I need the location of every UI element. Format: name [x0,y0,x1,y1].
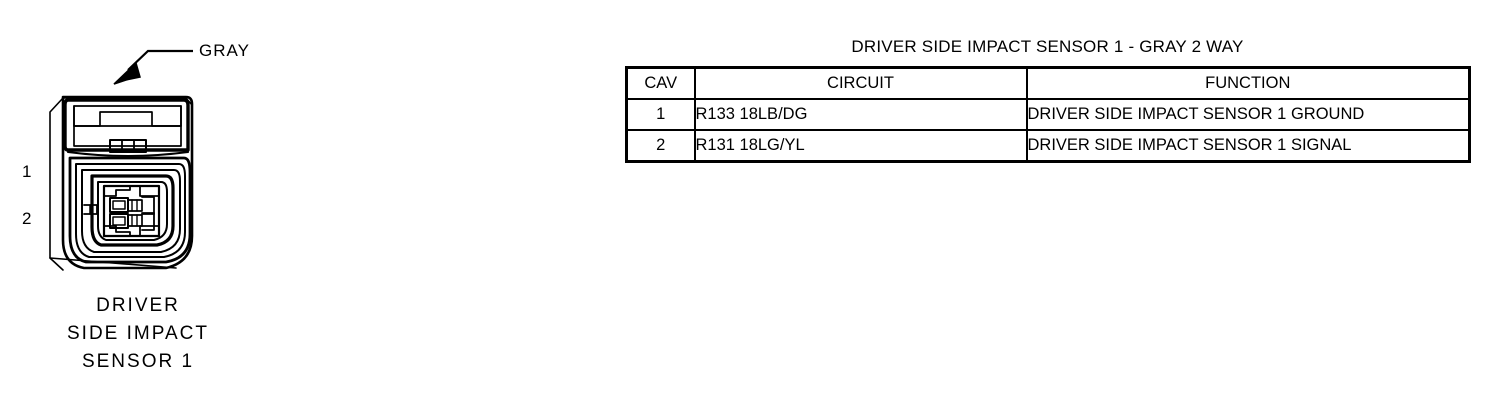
cell-cav: 2 [625,129,696,163]
cell-cav: 1 [625,98,696,131]
cell-circuit: R133 18LB/DG [693,98,1028,131]
pin-label-2: 2 [22,209,32,228]
connector-figure: GRAY 1 2 DRIVER SIDE IMPACT SENSOR 1 [0,0,300,400]
column-header-circuit: CIRCUIT [693,66,1028,100]
connector-body-icon [49,49,194,271]
table-row: 2 R131 18LG/YL DRIVER SIDE IMPACT SENSOR… [625,129,1471,163]
pin-label-1: 1 [22,162,32,181]
connector-color-label: GRAY [199,41,250,60]
cell-function: DRIVER SIDE IMPACT SENSOR 1 GROUND [1025,98,1471,131]
cell-circuit: R131 18LG/YL [693,129,1028,163]
pinout-table: CAV CIRCUIT FUNCTION 1 R133 18LB/DG DRIV… [625,66,1471,163]
table-header-row: CAV CIRCUIT FUNCTION [625,66,1471,100]
arrow-pointer-icon [113,61,141,85]
column-header-function: FUNCTION [1025,66,1471,100]
figure-caption-line-2: SIDE IMPACT [67,323,209,344]
figure-caption-line-1: DRIVER [96,295,180,316]
cell-function: DRIVER SIDE IMPACT SENSOR 1 SIGNAL [1025,129,1471,163]
figure-caption-line-3: SENSOR 1 [81,351,195,372]
table-title: DRIVER SIDE IMPACT SENSOR 1 - GRAY 2 WAY [851,37,1244,56]
table-row: 1 R133 18LB/DG DRIVER SIDE IMPACT SENSOR… [625,98,1471,131]
pinout-table-block: DRIVER SIDE IMPACT SENSOR 1 - GRAY 2 WAY… [625,37,1471,163]
column-header-cav: CAV [625,66,696,100]
figure-caption: DRIVER SIDE IMPACT SENSOR 1 [0,292,276,376]
